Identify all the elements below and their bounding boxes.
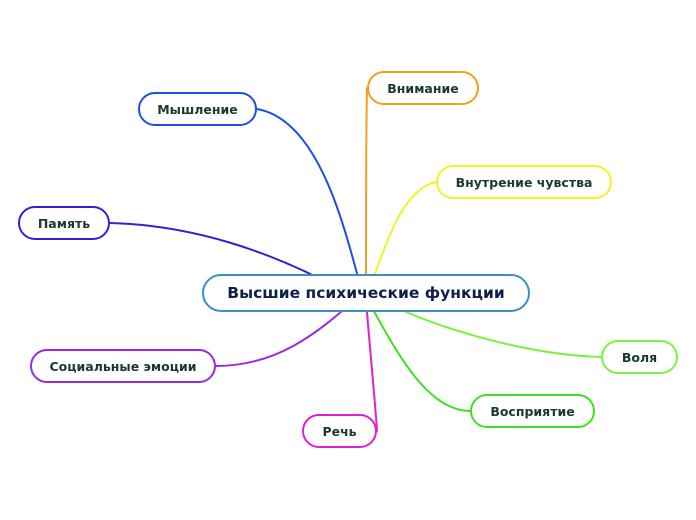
topic-thinking[interactable]: Мышление — [138, 92, 257, 126]
topic-speech[interactable]: Речь — [302, 414, 377, 448]
connector-speech — [365, 299, 378, 432]
topic-attention[interactable]: Внимание — [367, 71, 479, 105]
topic-memory[interactable]: Память — [18, 206, 110, 240]
connector-attention — [365, 87, 368, 293]
topic-social-emotions[interactable]: Социальные эмоции — [30, 349, 216, 383]
connector-thinking — [256, 108, 363, 293]
connector-perception — [367, 299, 471, 412]
topic-will[interactable]: Воля — [601, 340, 678, 374]
central-topic[interactable]: Высшие психические функции — [202, 274, 530, 312]
topic-perception[interactable]: Восприятие — [470, 394, 595, 428]
topic-inner-feelings[interactable]: Внутрение чувства — [436, 165, 612, 199]
